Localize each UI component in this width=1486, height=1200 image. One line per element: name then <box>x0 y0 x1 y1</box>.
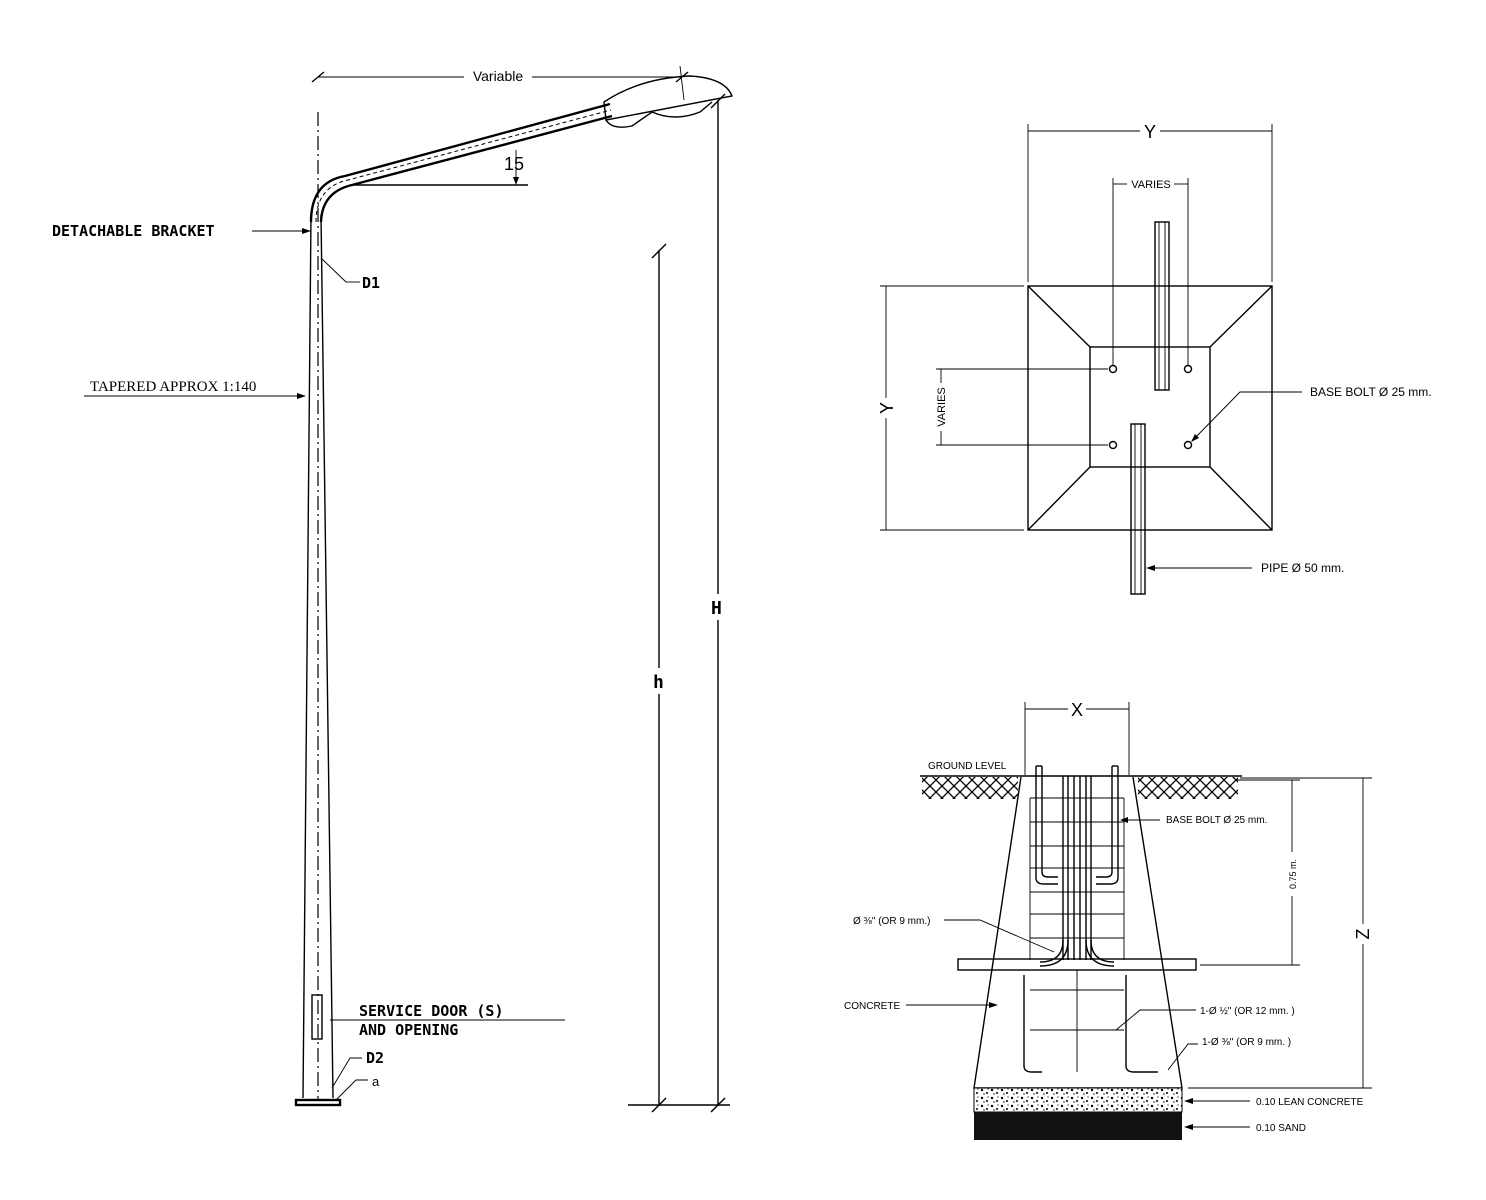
soil-hatch-right <box>1138 777 1238 799</box>
base-bolt-right-outer <box>1096 766 1119 885</box>
service-door-label-2: AND OPENING <box>359 1021 458 1039</box>
pipe-label: PIPE Ø 50 mm. <box>1261 561 1344 575</box>
d1-label: D1 <box>362 274 380 292</box>
base-bolt-label: BASE BOLT Ø 25 mm. <box>1310 385 1432 399</box>
base-chamfer-bl <box>1027 466 1091 531</box>
horizontal-pipe <box>957 958 1197 971</box>
sand-label: 0.10 SAND <box>1256 1123 1306 1134</box>
h-small-label: h <box>653 672 664 693</box>
a-label: a <box>372 1074 380 1089</box>
x-label: X <box>1071 700 1083 720</box>
h-label-backdrop <box>650 668 668 694</box>
d2-leader <box>331 1057 362 1089</box>
base-bolt-tr <box>1183 364 1193 374</box>
concrete-arrow <box>989 1002 998 1008</box>
H-large-label: H <box>711 598 722 619</box>
base-inner-square <box>1089 346 1211 468</box>
rebar-9mm-b-leader <box>1167 1043 1198 1071</box>
ground-level-label: GROUND LEVEL <box>928 761 1007 772</box>
rebar-9mm-b-label: 1-Ø ⅜" (OR 9 mm. ) <box>1202 1037 1291 1048</box>
luminaire-body <box>603 75 733 121</box>
angle-label: 15 <box>504 154 524 174</box>
pole-elevation: 15 Variable DETACHABLE BRACKET D1 TAPERE… <box>52 65 733 1113</box>
section-base-bolt-label: BASE BOLT Ø 25 mm. <box>1166 815 1267 826</box>
y-left-label: Y <box>877 402 897 414</box>
h-tick-top <box>651 243 667 259</box>
service-door <box>311 994 323 1040</box>
rebar-9mm-label: Ø ⅜" (OR 9 mm.) <box>853 916 930 927</box>
depth-label: 0.75 m. <box>1288 859 1298 889</box>
variable-label: Variable <box>473 68 524 84</box>
section-bolt-arrow <box>1120 817 1128 823</box>
varies-top-label: VARIES <box>1131 179 1171 191</box>
concrete-label: CONCRETE <box>844 1001 900 1012</box>
H-label-backdrop <box>708 594 728 620</box>
rebar-12mm-label: 1-Ø ½" (OR 12 mm. ) <box>1200 1006 1295 1017</box>
base-pipe-top <box>1154 221 1170 391</box>
pipe-arrow <box>1146 565 1155 571</box>
base-outer-square <box>1027 285 1273 531</box>
lean-concrete-label: 0.10 LEAN CONCRETE <box>1256 1097 1364 1108</box>
sand-layer <box>974 1112 1182 1140</box>
base-pipe-bottom <box>1130 423 1146 595</box>
pipe-bend-right-inner <box>1085 939 1115 967</box>
base-bolt-leader <box>1191 391 1302 442</box>
base-bolt-left-outer <box>1035 766 1058 885</box>
bracket-arm-upper <box>309 102 611 223</box>
base-bolt-tl <box>1108 364 1118 374</box>
base-chamfer-tl <box>1027 285 1091 348</box>
angle-arrow <box>513 177 519 185</box>
pole-shaft-left <box>302 214 312 1099</box>
pipe-bend-right-outer <box>1090 939 1115 963</box>
detachable-bracket-arrow <box>302 228 311 234</box>
foundation-section: X GROUND LEVEL <box>844 700 1373 1140</box>
lean-concrete-arrow <box>1184 1098 1193 1104</box>
base-chamfer-br <box>1209 466 1273 531</box>
detachable-bracket-label: DETACHABLE BRACKET <box>52 222 215 240</box>
base-bolt-left-inner <box>1041 766 1058 878</box>
luminaire-lens <box>605 101 713 128</box>
pipe-bend-left-inner <box>1039 939 1069 967</box>
base-bolt-bl <box>1108 440 1118 450</box>
rebar-bottom-right <box>1125 975 1158 1073</box>
base-bolt-right-inner <box>1096 766 1113 878</box>
pole-shaft-right <box>320 214 334 1099</box>
base-plan: Y VARIES Y VARIES BASE BOLT Ø 25 mm. PIP… <box>877 122 1432 595</box>
varies-left-label: VARIES <box>936 387 948 427</box>
lean-concrete-layer <box>973 1087 1183 1113</box>
d2-label: D2 <box>366 1049 384 1067</box>
tapered-arrow <box>297 393 306 399</box>
luminaire-tick <box>679 65 685 101</box>
base-plate <box>294 1098 342 1107</box>
variable-tick-right <box>675 71 689 83</box>
pipe-bend-left-outer <box>1039 939 1064 963</box>
foundation-outline <box>973 776 1183 1089</box>
d1-leader <box>320 257 347 283</box>
base-bolt-arrow <box>1191 434 1199 442</box>
bracket-arm-lower <box>319 114 613 223</box>
base-chamfer-tr <box>1209 285 1273 348</box>
tapered-label: TAPERED APPROX 1:140 <box>90 379 256 395</box>
rebar-12mm-leader <box>1115 1009 1196 1031</box>
rebar-bottom-left <box>1023 975 1042 1073</box>
bracket-arm-center <box>315 109 612 223</box>
rebar-9mm-leader <box>944 919 1055 953</box>
variable-tick-left <box>311 71 325 83</box>
y-top-label: Y <box>1144 122 1156 142</box>
soil-hatch-left <box>922 777 1018 799</box>
service-door-label-1: SERVICE DOOR (S) <box>359 1002 504 1020</box>
sand-arrow <box>1184 1124 1193 1130</box>
z-label: Z <box>1353 929 1373 940</box>
H-tick-top <box>710 93 726 109</box>
base-bolt-br <box>1183 440 1193 450</box>
a-leader <box>335 1079 368 1101</box>
